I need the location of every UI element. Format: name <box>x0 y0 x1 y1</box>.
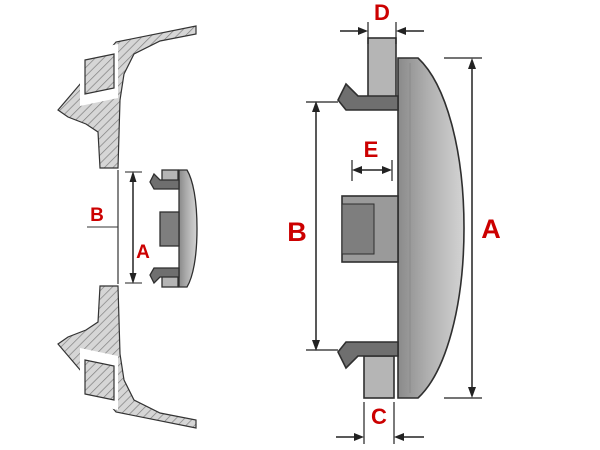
dim-e <box>351 160 393 181</box>
cap-dome <box>397 57 465 399</box>
cap-small-boss <box>159 211 180 247</box>
label-c: C <box>371 404 387 429</box>
label-left-a: A <box>136 242 150 263</box>
wheel-hub-cross-section <box>57 25 197 429</box>
arrowhead-left <box>396 27 406 35</box>
dim-a <box>444 57 482 399</box>
label-left-b: B <box>90 205 104 226</box>
center-cap-small <box>149 169 198 288</box>
cap-small-bottom-flange <box>149 267 180 285</box>
lug-nut-bottom <box>84 359 115 401</box>
label-right-a: A <box>481 214 501 244</box>
arrowhead-right <box>358 27 368 35</box>
arrowhead-down <box>468 387 476 398</box>
label-e: E <box>364 137 379 162</box>
dim-left-a <box>125 171 142 284</box>
top-clip <box>367 37 397 99</box>
arrowhead-right <box>382 166 392 174</box>
arrowhead-down <box>129 273 137 284</box>
center-boss-inner <box>341 203 375 255</box>
wheel-top-section <box>57 25 197 169</box>
bottom-flange <box>337 341 399 370</box>
dim-c <box>336 402 424 444</box>
cap-small-dome <box>178 169 198 288</box>
center-cap-large <box>337 37 465 399</box>
dim-b <box>306 101 338 351</box>
dim-d <box>340 22 424 44</box>
bottom-clip <box>363 355 395 399</box>
arrowhead-up <box>312 101 320 112</box>
arrowhead-left <box>394 433 404 441</box>
wheel-bottom-section <box>57 285 197 429</box>
label-right-b: B <box>287 217 307 247</box>
arrowhead-up <box>129 171 137 182</box>
cap-small-top-flange <box>149 172 180 190</box>
arrowhead-down <box>312 340 320 351</box>
label-d: D <box>374 0 390 25</box>
arrowhead-up <box>468 58 476 69</box>
lug-nut-top <box>84 53 115 95</box>
top-flange <box>337 82 399 111</box>
arrowhead-right <box>354 433 364 441</box>
arrowhead-left <box>352 166 362 174</box>
